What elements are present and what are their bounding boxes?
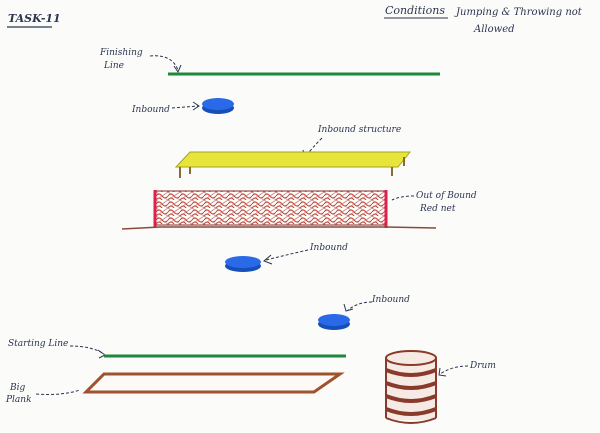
conditions-text-line2: Allowed (473, 24, 515, 35)
inbound-label-middle: Inbound (309, 243, 348, 253)
inbound-disc-bottom (318, 314, 350, 330)
big-plank (82, 372, 345, 394)
inbound-bottom-arrow (347, 301, 373, 311)
finishing-line-arrowhead (173, 64, 182, 74)
big-plank-arrow (35, 389, 81, 395)
big-plank-label-2: Plank (5, 395, 32, 405)
finishing-line-label-1: Finishing (99, 48, 143, 58)
starting-line-arrowhead (97, 349, 106, 359)
inbound-disc-middle (225, 256, 261, 272)
inbound-top-arrow (171, 105, 199, 109)
inbound-label-bottom: Inbound (371, 295, 410, 305)
drum-arrow (439, 365, 469, 375)
inbound-middle-arrowhead (263, 254, 273, 265)
drum-label: Drum (469, 361, 496, 371)
finishing-line-arrow (149, 55, 179, 71)
out-of-bound-arrow (391, 195, 415, 201)
inbound-middle-arrow (265, 249, 309, 261)
starting-line-arrow (69, 345, 105, 355)
red-net (121, 190, 437, 230)
inbound-disc-top (202, 98, 234, 114)
inbound-structure (174, 151, 412, 178)
conditions-label: Conditions (385, 4, 445, 17)
big-plank-label-1: Big (9, 383, 25, 393)
out-of-bound-label-2: Red net (419, 204, 456, 214)
finishing-line-label-2: Line (103, 61, 124, 71)
drum-arrowhead (438, 367, 447, 377)
inbound-label-top: Inbound (131, 105, 170, 115)
inbound-top-arrowhead (192, 101, 200, 111)
inbound-structure-label: Inbound structure (317, 125, 401, 135)
drum (385, 350, 437, 424)
out-of-bound-label-1: Out of Bound (416, 191, 477, 201)
task-title: TASK-11 (8, 12, 61, 25)
conditions-text-line1: Jumping & Throwing not (454, 7, 583, 18)
starting-line-label: Starting Line (8, 339, 68, 349)
inbound-bottom-arrowhead (343, 303, 354, 312)
